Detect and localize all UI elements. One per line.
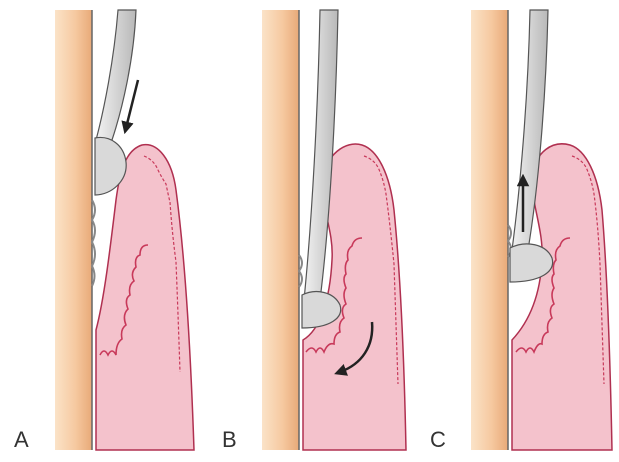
tooth-surface — [471, 10, 508, 450]
panel-a: A — [14, 10, 194, 452]
arrow-down — [126, 80, 138, 128]
panel-label-c: C — [430, 427, 446, 452]
curette-shank — [96, 10, 136, 140]
panel-label-a: A — [14, 427, 29, 452]
panel-c: C — [430, 10, 612, 452]
panel-label-b: B — [222, 427, 237, 452]
tooth-surface — [262, 10, 299, 450]
panel-b: B — [222, 10, 406, 452]
tooth-surface — [55, 10, 92, 450]
